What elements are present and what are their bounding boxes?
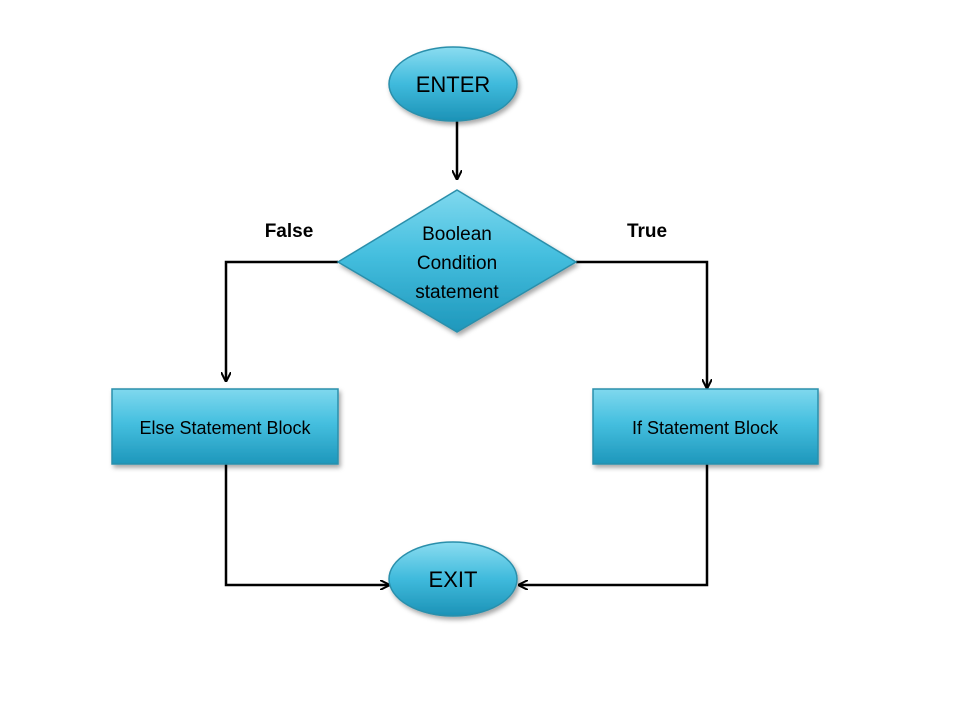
else-block-node: Else Statement Block (111, 388, 339, 465)
if-block-node-shape (592, 388, 819, 465)
exit-node: EXIT (388, 541, 518, 617)
enter-node-label: ENTER (416, 72, 491, 97)
edge-condition-to-else-block (226, 260, 338, 381)
condition-node-label-line-2: Condition (417, 253, 497, 274)
else-block-node-label: Else Statement Block (139, 418, 311, 438)
enter-node: ENTER (388, 46, 518, 122)
exit-node-label: EXIT (429, 567, 478, 592)
edge-else-block-to-exit (224, 464, 389, 585)
edge-condition-to-if-block (576, 260, 707, 388)
if-block-node: If Statement Block (592, 388, 819, 465)
else-block-node-shape (111, 388, 339, 465)
condition-node: Boolean Condition statement (336, 189, 578, 333)
edge-if-block-to-exit (519, 464, 709, 585)
edges (226, 120, 707, 585)
condition-node-label-line-3: statement (415, 282, 499, 303)
condition-node-label-line-1: Boolean (422, 224, 492, 245)
edge-label-true: True (627, 221, 667, 242)
exit-node-shape (388, 541, 518, 617)
if-block-node-label: If Statement Block (632, 418, 779, 438)
edge-label-false: False (265, 221, 314, 242)
enter-node-shape (388, 46, 518, 122)
condition-node-shape (336, 189, 578, 333)
